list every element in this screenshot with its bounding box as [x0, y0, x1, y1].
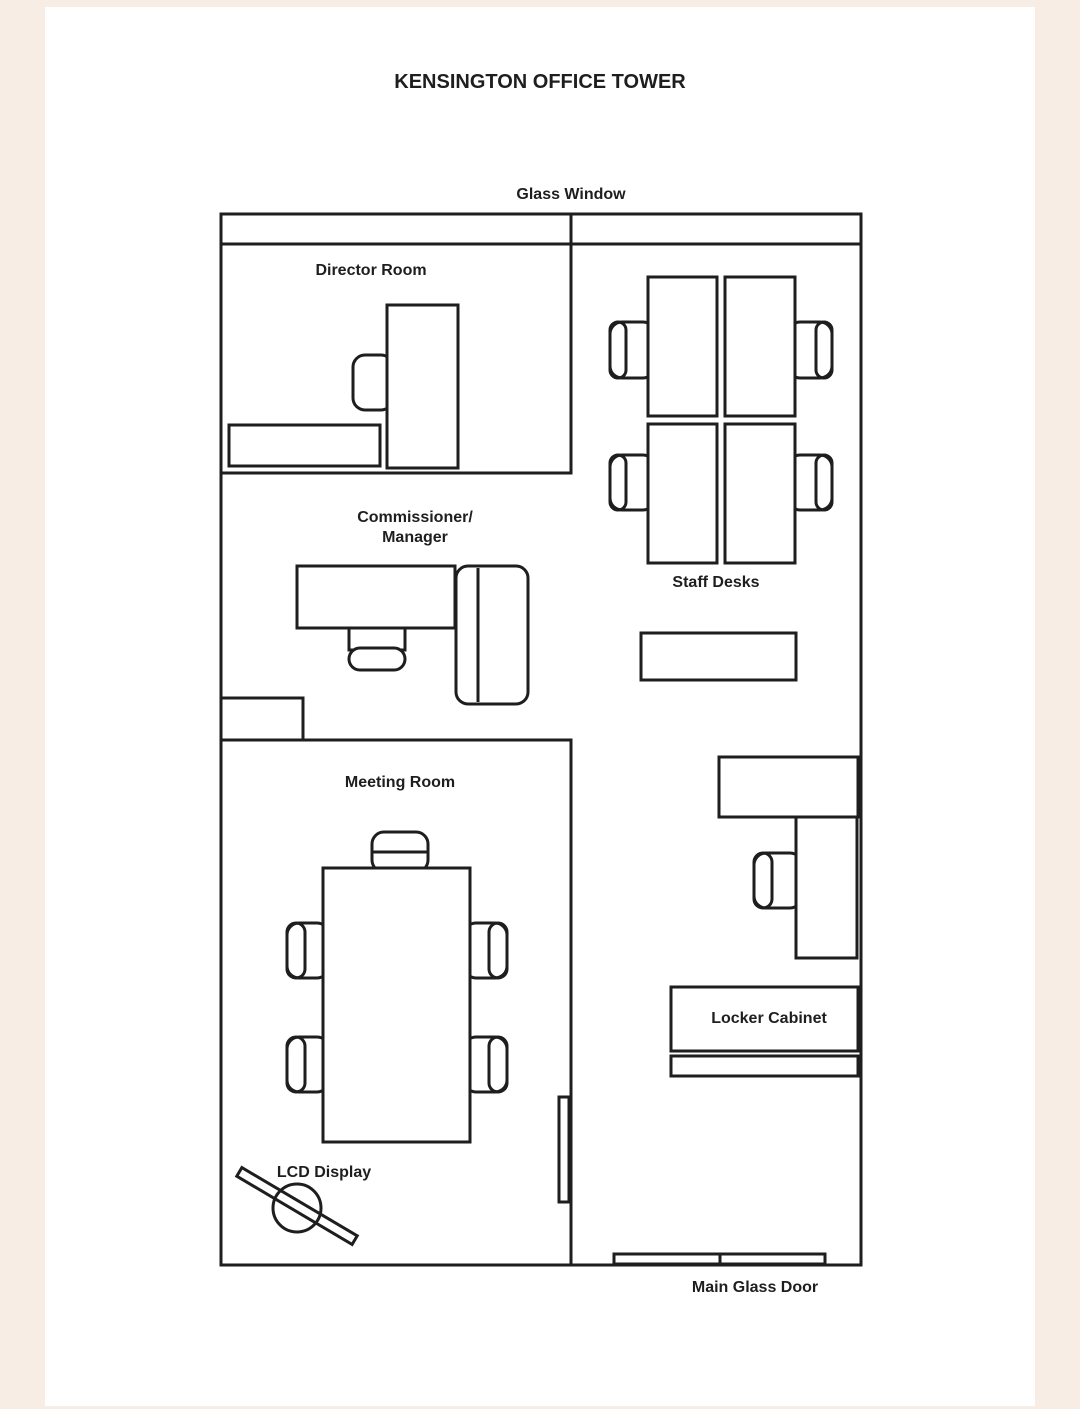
commissioner-label-line1: Commissioner/	[357, 509, 473, 526]
lcd-display	[234, 1165, 360, 1247]
small-cabinet	[219, 696, 305, 742]
commissioner-desk	[295, 564, 457, 630]
right-desk-top	[717, 755, 860, 819]
director-credenza	[227, 423, 382, 468]
main-glass-door-label: Main Glass Door	[691, 1279, 819, 1296]
meeting-room-label: Meeting Room	[344, 774, 456, 791]
meeting-room-door	[557, 1095, 571, 1204]
sofa	[454, 564, 530, 706]
director-room-label: Director Room	[315, 262, 427, 279]
right-desk-side	[794, 815, 859, 960]
director-desk	[385, 303, 460, 470]
commissioner-chair	[347, 646, 407, 672]
staff-desks-group	[608, 275, 834, 565]
staff-desk	[646, 422, 719, 565]
glass-window-label: Glass Window	[516, 186, 626, 203]
locker-cabinet-label: Locker Cabinet	[711, 1010, 827, 1027]
meeting-table	[321, 866, 472, 1144]
lcd-display-label: LCD Display	[276, 1164, 372, 1181]
floor-plan-sheet	[45, 7, 1035, 1406]
locker-cabinet	[669, 985, 860, 1053]
staff-cabinet	[639, 631, 798, 682]
meeting-room-wall	[219, 738, 573, 1267]
staff-desk	[723, 422, 797, 565]
staff-desks-label: Staff Desks	[672, 574, 760, 591]
commissioner-label-line2: Manager	[382, 529, 448, 546]
staff-desk	[723, 275, 797, 418]
staff-desk	[646, 275, 719, 418]
director-room-wall	[219, 242, 573, 475]
locker-shelf	[669, 1054, 860, 1078]
page-title: KENSINGTON OFFICE TOWER	[394, 71, 686, 93]
